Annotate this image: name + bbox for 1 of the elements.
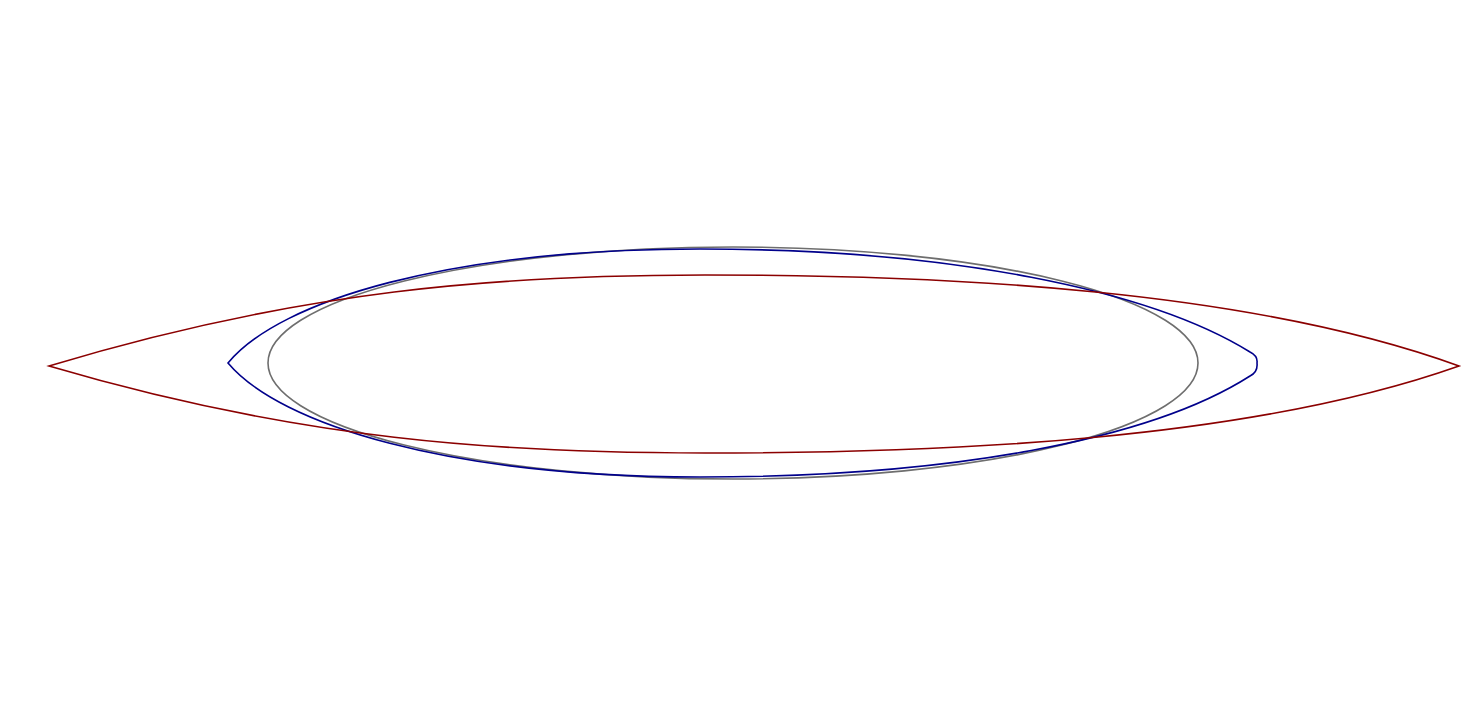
lens-outline [48, 274, 1460, 454]
